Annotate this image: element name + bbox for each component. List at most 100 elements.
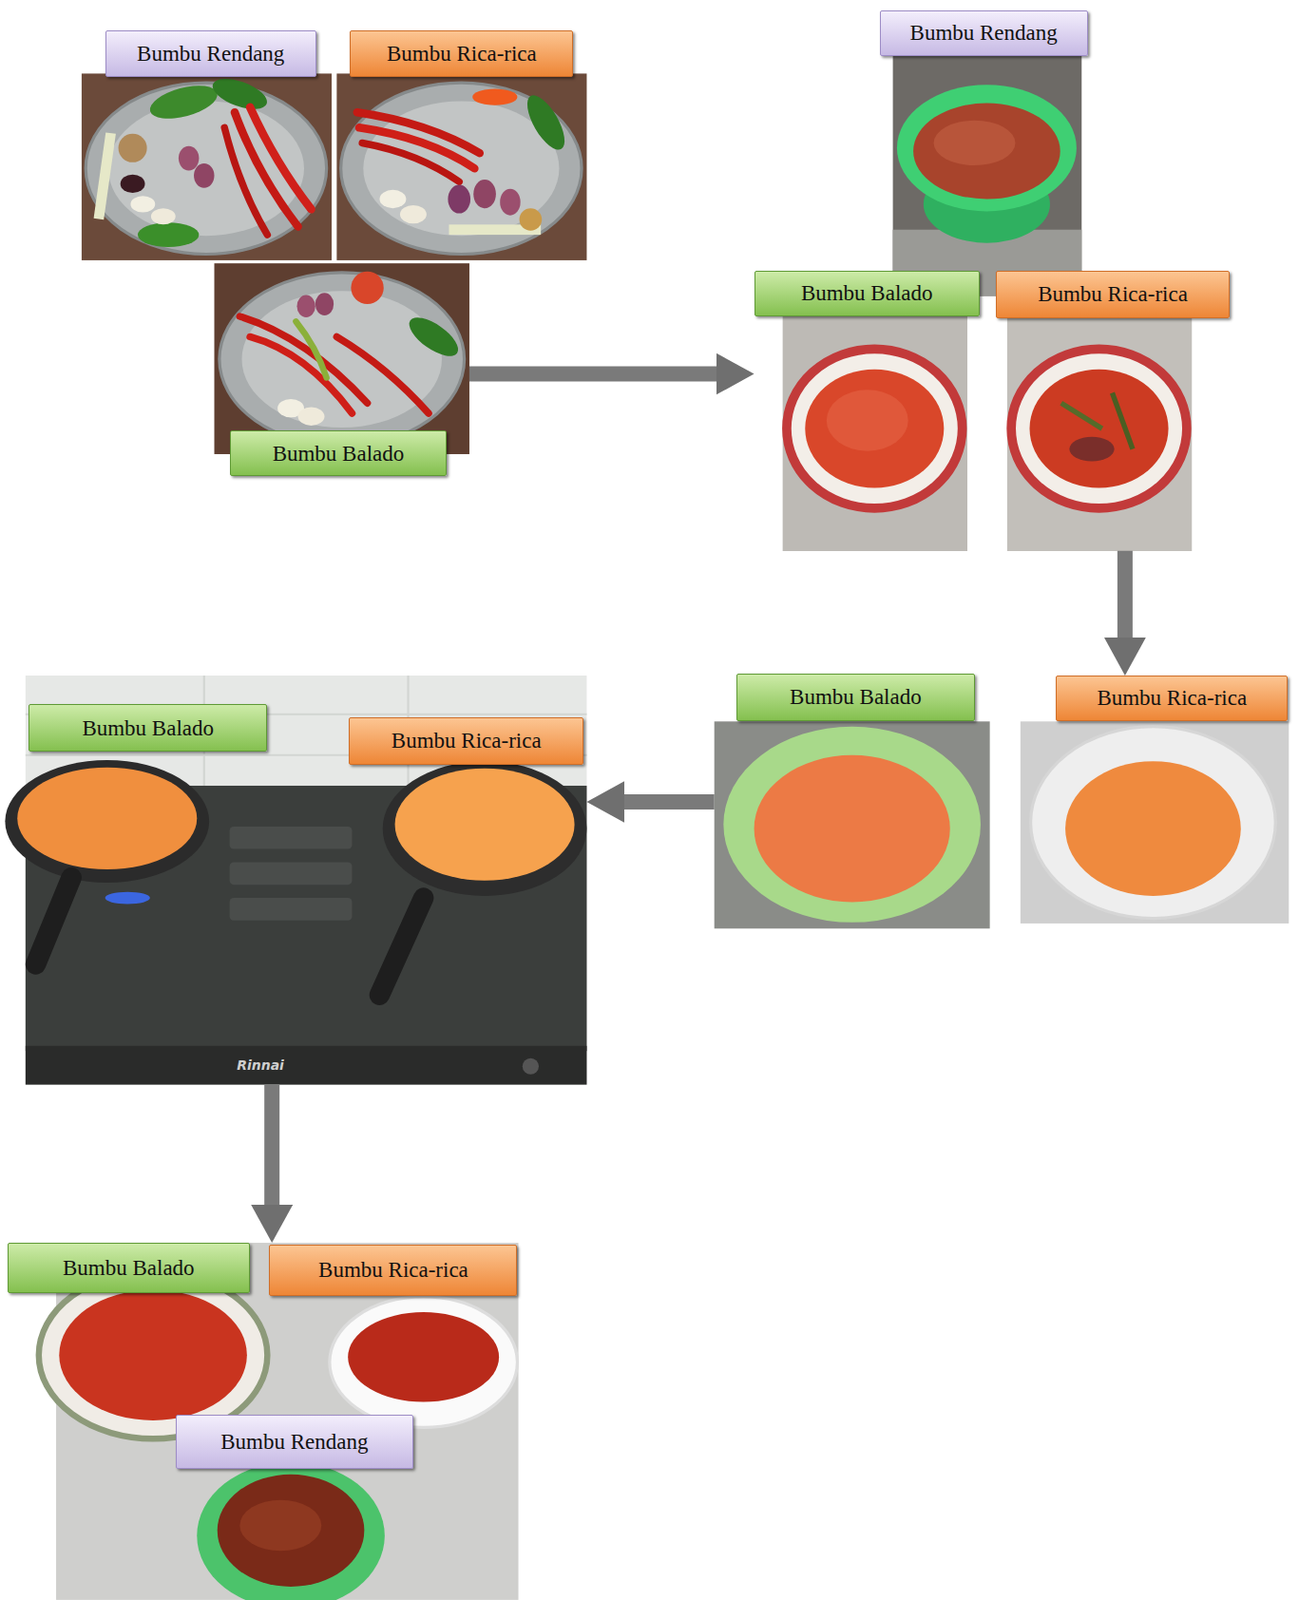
- photo-shape: [94, 132, 116, 220]
- photo-shape: [178, 146, 199, 172]
- photo-final: [38, 1242, 519, 1600]
- photo-shape: [395, 768, 575, 881]
- photo-shape: [723, 726, 981, 923]
- flow-arrow: [609, 794, 714, 810]
- label-tab: Bumbu Balado: [7, 1242, 251, 1294]
- label-tab: Bumbu Rica-rica: [995, 270, 1230, 319]
- photo-shape: [379, 190, 406, 209]
- photo-shape: [350, 271, 383, 305]
- photo-stove: [4, 675, 587, 1086]
- flow-arrow: [264, 1084, 280, 1220]
- label-text: Bumbu Rendang: [136, 41, 285, 66]
- photo-shape: [447, 184, 471, 213]
- photo-shape: [196, 1462, 385, 1600]
- photo-shape: [214, 263, 470, 455]
- photo-shape: [58, 1289, 248, 1420]
- photo-shape: [193, 163, 214, 189]
- photo-shape: [234, 112, 299, 227]
- photo-shape: [298, 407, 325, 426]
- photo-shape: [242, 290, 442, 428]
- photo-shape: [382, 761, 588, 897]
- label-text: Bumbu Balado: [801, 281, 934, 306]
- label-text: Bumbu Rendang: [220, 1430, 368, 1454]
- photo-shape: [4, 760, 210, 883]
- brand-text: Rinnai: [236, 1057, 285, 1073]
- photo-shape: [336, 336, 429, 414]
- photo-shape: [118, 133, 148, 163]
- photo-shape: [81, 73, 332, 261]
- photo-shape: [219, 272, 465, 447]
- photo-raw-rendang: [81, 73, 332, 261]
- photo-shape: [379, 897, 423, 995]
- photo-shape: [1065, 761, 1242, 897]
- photo-shape: [17, 767, 197, 870]
- brand-label: Rinnai: [236, 1056, 285, 1074]
- photo-panel: Bumbu Rendang: [81, 30, 332, 261]
- photo-shape: [826, 389, 909, 451]
- photo-shape: [329, 1297, 518, 1428]
- photo-shape: [38, 1271, 268, 1439]
- photo-shape: [473, 179, 497, 209]
- label-tab: Bumbu Rica-rica: [349, 30, 574, 77]
- photo-panel: Bumbu Balado: [214, 263, 470, 478]
- photo-paste-rica: [1007, 314, 1192, 552]
- label-text: Bumbu Balado: [81, 716, 214, 741]
- photo-shape: [472, 89, 517, 106]
- photo-shape: [783, 314, 968, 552]
- photo-panel: Bumbu Balado Bumbu Rica-ricaBumbu Rendang: [7, 1242, 519, 1600]
- photo-panel: Bumbu Balado: [714, 673, 991, 929]
- photo-shape: [522, 1058, 539, 1075]
- label-text: Bumbu Rica-rica: [1096, 686, 1247, 710]
- photo-shape: [315, 292, 334, 316]
- photo-raw-rica: [336, 73, 587, 261]
- photo-panel: Bumbu Rica-rica: [336, 30, 587, 261]
- label-tab: Bumbu Balado: [736, 673, 975, 722]
- flow-arrow: [1117, 551, 1133, 653]
- photo-shape: [1007, 314, 1192, 552]
- photo-shape: [296, 294, 315, 318]
- label-tab: Bumbu Balado: [229, 430, 448, 477]
- photo-panel: Bumbu Balado Bumbu Rica-rica: [25, 675, 588, 1086]
- label-tab: Bumbu Rica-rica: [268, 1244, 517, 1297]
- photo-panel: Bumbu Rica-rica: [1020, 675, 1289, 924]
- photo-shape: [347, 1312, 499, 1402]
- photo-strained-balado: [714, 721, 991, 929]
- photo-shape: [1069, 437, 1114, 462]
- photo-shape: [897, 84, 1077, 211]
- photo-shape: [85, 82, 326, 254]
- photo-shape: [402, 310, 464, 364]
- photo-shape: [519, 208, 543, 231]
- photo-shape: [229, 862, 353, 886]
- photo-shape: [130, 195, 155, 212]
- label-text: Bumbu Rica-rica: [318, 1258, 469, 1282]
- label-text: Bumbu Balado: [62, 1256, 195, 1280]
- photo-shape: [108, 100, 305, 236]
- photo-shape: [146, 79, 221, 126]
- label-text: Bumbu Rica-rica: [391, 728, 542, 753]
- label-tab: Bumbu Balado: [28, 704, 268, 752]
- label-text: Bumbu Rica-rica: [386, 41, 537, 66]
- photo-paste-rendang: [893, 53, 1083, 297]
- label-text: Bumbu Balado: [789, 685, 922, 709]
- photo-shape: [913, 103, 1061, 200]
- label-tab: Bumbu Rendang: [175, 1414, 414, 1470]
- photo-shape: [362, 142, 459, 182]
- flow-arrow: [469, 366, 732, 383]
- photo-shape: [224, 127, 268, 235]
- photo-shape: [25, 1046, 588, 1086]
- photo-shape: [499, 189, 520, 216]
- label-text: Bumbu Balado: [272, 441, 405, 466]
- photo-raw-balado: [214, 263, 470, 455]
- photo-shape: [1030, 369, 1169, 489]
- photo-shape: [804, 369, 944, 489]
- label-tab: Bumbu Rendang: [105, 30, 317, 77]
- photo-shape: [400, 205, 427, 224]
- photo-shape: [754, 755, 951, 903]
- photo-shape: [1031, 726, 1277, 919]
- photo-shape: [249, 336, 352, 414]
- photo-shape: [229, 826, 353, 850]
- photo-shape: [1020, 721, 1289, 924]
- label-text: Bumbu Rendang: [910, 20, 1058, 45]
- photo-shape: [1061, 402, 1103, 429]
